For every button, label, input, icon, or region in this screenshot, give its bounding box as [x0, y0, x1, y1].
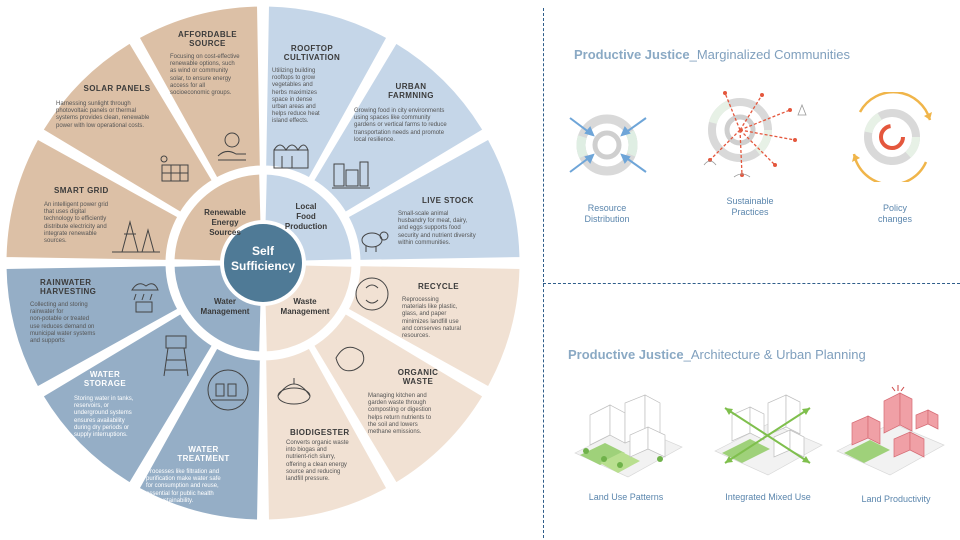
petal-bg-urban-farming — [310, 40, 486, 216]
petal-affordable-source: AFFORDABLE SOURCE Focusing on cost-effec… — [170, 30, 240, 97]
caption-land-productivity: Land Productivity — [861, 494, 931, 504]
petal-bg-live-stock — [345, 136, 523, 263]
section2-title: Productive Justice_Architecture & Urban … — [568, 347, 866, 362]
solar-panel-icon — [160, 155, 189, 182]
petal-bg-biodigester — [263, 345, 390, 523]
caption-integrated-mixed-use: Integrated Mixed Use — [725, 492, 811, 502]
urban-farm-icon — [332, 161, 370, 189]
rooftop-garden-icon — [273, 144, 309, 169]
petal-bg-water-storage — [40, 310, 216, 486]
power-tower-icon — [112, 220, 160, 253]
petal-bg-rooftop — [263, 3, 390, 181]
petal-bg-water-treatment — [136, 345, 263, 523]
rainwater-icon — [131, 283, 159, 313]
petal-rainwater-harvesting: RAINWATER HARVESTING Collecting and stor… — [30, 278, 97, 345]
land-use-patterns-icon — [574, 394, 683, 478]
vertical-divider — [543, 8, 544, 538]
sustainable-practices-icon — [703, 91, 807, 178]
biodigester-icon — [277, 378, 311, 405]
petal-bg-recycle — [345, 263, 523, 390]
horizontal-divider — [543, 283, 960, 284]
center-title-line2: Sufficiency — [230, 259, 296, 273]
section1-title: Productive Justice_Marginalized Communit… — [574, 47, 851, 62]
petal-water-storage: WATER STORAGE Storing water in tanks,res… — [74, 370, 134, 439]
center-title-line1: Self — [251, 244, 274, 258]
petal-bg-affordable-source — [136, 3, 263, 181]
land-productivity-icon — [836, 385, 945, 476]
petal-urban-farmning: URBAN FARMNING Growing food in city envi… — [354, 82, 447, 143]
policy-changes-icon — [852, 92, 932, 182]
petal-solar-panels: SOLAR PANELS Harnessing sunlight through… — [56, 84, 151, 129]
money-hand-icon — [217, 132, 246, 161]
petal-bg-smart-grid — [3, 136, 181, 263]
livestock-icon — [361, 231, 389, 252]
resource-distribution-icon — [569, 114, 647, 176]
caption-land-use-patterns: Land Use Patterns — [588, 492, 664, 502]
center-title: Self Sufficiency — [222, 244, 304, 274]
recycle-icon — [355, 277, 389, 311]
petal-water-treatment: WATER TREATMENT Processes like filtratio… — [146, 445, 230, 504]
self-sufficiency-wheel — [3, 3, 523, 523]
water-tower-icon — [163, 335, 189, 377]
organic-waste-icon — [335, 346, 365, 372]
water-treatment-icon — [207, 369, 249, 411]
petal-bg-organic-waste — [310, 310, 486, 486]
integrated-mixed-use-icon — [714, 394, 823, 476]
